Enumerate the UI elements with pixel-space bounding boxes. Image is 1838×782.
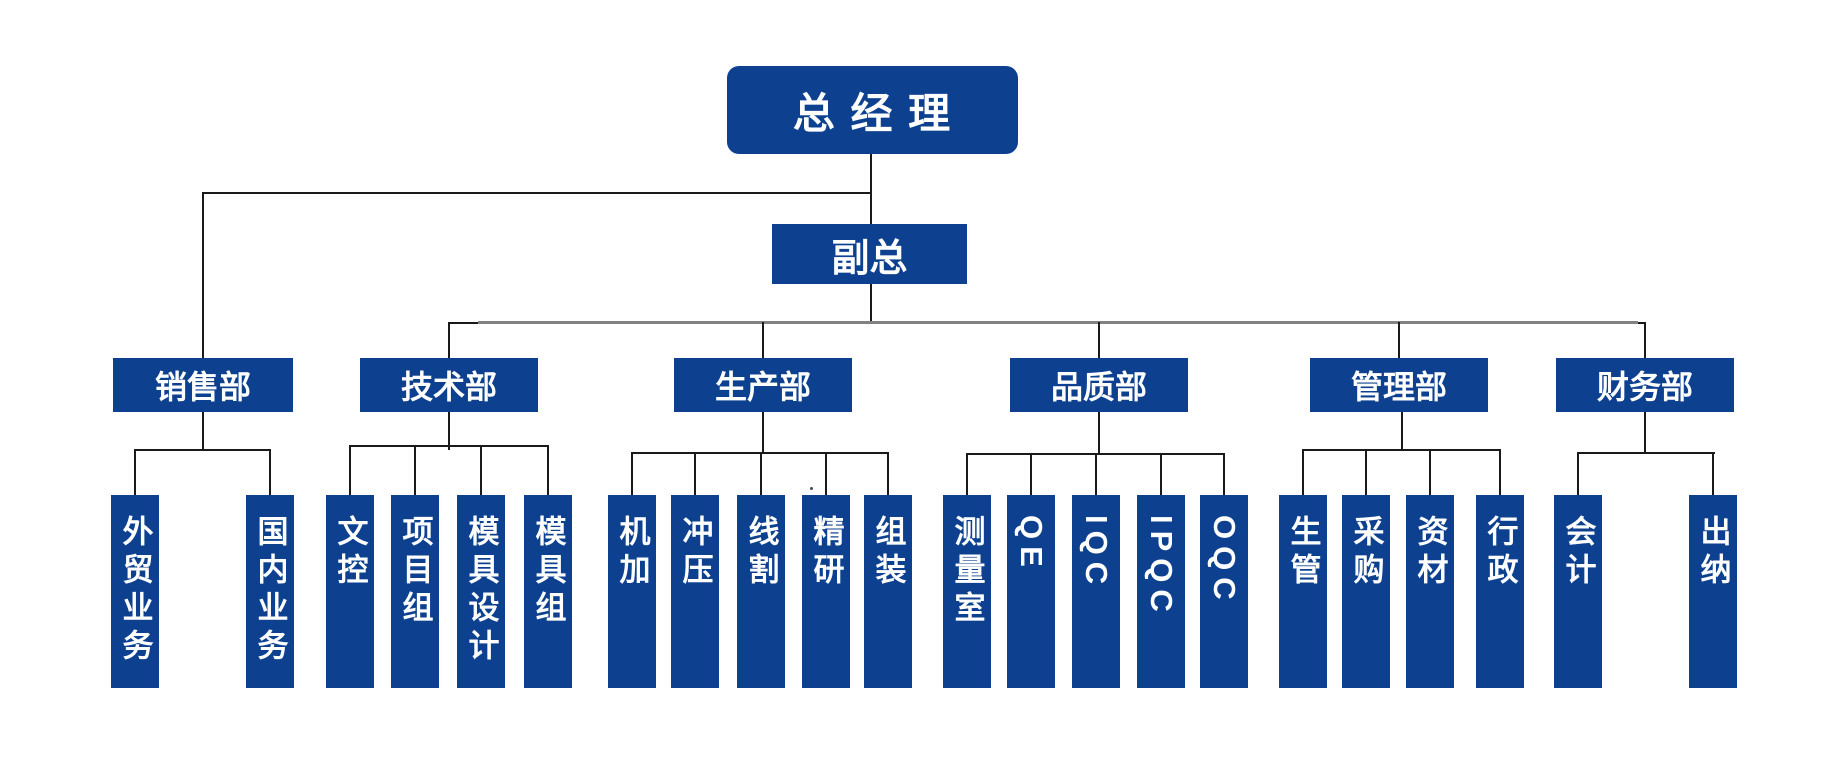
leaf-machining: 机加 — [608, 495, 656, 688]
connector-leaf-cashier — [1712, 452, 1714, 495]
connector-leaf-machining — [631, 452, 633, 495]
leaf-assembly: 组装 — [864, 495, 912, 688]
leaf-iqc: IQC — [1072, 495, 1120, 688]
leaf-mold-design: 模具设计 — [457, 495, 505, 688]
connector-leaf-mold-team — [547, 445, 549, 495]
connector-admin-subbranch — [1302, 449, 1501, 451]
connector-sales-tee-h — [202, 192, 872, 194]
connector-stub-production — [762, 322, 764, 358]
connector-leaf-wire-cut — [760, 452, 762, 495]
leaf-stamping: 冲压 — [671, 495, 719, 688]
leaf-cashier: 出纳 — [1689, 495, 1737, 688]
node-general-manager: 总 经 理 — [727, 66, 1018, 154]
leaf-qe: QE — [1007, 495, 1055, 688]
connector-stub-finance — [1644, 322, 1646, 358]
connector-leaf-mold-design — [480, 445, 482, 495]
leaf-purchasing: 采购 — [1342, 495, 1390, 688]
connector-leaf-materials — [1429, 449, 1431, 495]
leaf-production-control: 生管 — [1279, 495, 1327, 688]
connector-admin-down — [1401, 412, 1403, 450]
connector-finance-subbranch — [1577, 452, 1715, 454]
leaf-ipqc: IPQC — [1137, 495, 1185, 688]
connector-tech-down — [448, 412, 450, 450]
connector-leaf-accounting — [1577, 452, 1579, 495]
connector-stub-quality — [1098, 322, 1100, 358]
connector-leaf-production-control — [1302, 449, 1304, 495]
connector-leaf-ipqc — [1160, 453, 1162, 495]
connector-stub-tech — [448, 322, 450, 358]
leaf-lapping: 精研 — [802, 495, 850, 688]
connector-leaf-purchasing — [1365, 449, 1367, 495]
connector-sales-down — [202, 412, 204, 450]
leaf-doc-control: 文控 — [326, 495, 374, 688]
leaf-administration: 行政 — [1476, 495, 1524, 688]
connector-leaf-domestic — [269, 449, 271, 495]
leaf-materials: 资材 — [1406, 495, 1454, 688]
dept-production: 生产部 — [674, 358, 852, 412]
leaf-wire-cut: 线割 — [737, 495, 785, 688]
node-deputy-general-manager: 副总 — [772, 224, 967, 284]
connector-sales-drop — [202, 192, 204, 358]
connector-leaf-foreign-trade — [134, 449, 136, 495]
leaf-domestic-business: 国内业务 — [246, 495, 294, 688]
dept-quality: 品质部 — [1010, 358, 1188, 412]
connector-sales-subbranch — [134, 449, 271, 451]
dept-admin: 管理部 — [1310, 358, 1488, 412]
connector-leaf-qe — [1030, 453, 1032, 495]
connector-root-deputy — [870, 154, 872, 224]
leaf-foreign-trade: 外贸业务 — [111, 495, 159, 688]
connector-leaf-project-team — [414, 445, 416, 495]
dept-technology: 技术部 — [360, 358, 538, 412]
connector-leaf-stamping — [694, 452, 696, 495]
artifact-dot — [810, 487, 813, 490]
connector-main-branch-gray — [478, 321, 1638, 324]
connector-leaf-oqc — [1223, 453, 1225, 495]
dept-finance: 财务部 — [1556, 358, 1734, 412]
leaf-measuring-room: 测量室 — [943, 495, 991, 688]
connector-production-down — [762, 412, 764, 453]
connector-leaf-doc-control — [349, 445, 351, 495]
connector-leaf-assembly — [887, 452, 889, 495]
dept-sales: 销售部 — [113, 358, 293, 412]
connector-tech-subbranch — [349, 445, 549, 447]
leaf-mold-team: 模具组 — [524, 495, 572, 688]
leaf-oqc: OQC — [1200, 495, 1248, 688]
connector-leaf-measuring-room — [966, 453, 968, 495]
connector-finance-down — [1644, 412, 1646, 453]
connector-leaf-administration — [1499, 449, 1501, 495]
leaf-project-team: 项目组 — [391, 495, 439, 688]
connector-leaf-lapping — [825, 452, 827, 495]
connector-leaf-iqc — [1095, 453, 1097, 495]
connector-deputy-branch — [870, 284, 872, 323]
leaf-accounting: 会计 — [1554, 495, 1602, 688]
connector-stub-admin — [1398, 322, 1400, 358]
connector-quality-down — [1098, 412, 1100, 453]
